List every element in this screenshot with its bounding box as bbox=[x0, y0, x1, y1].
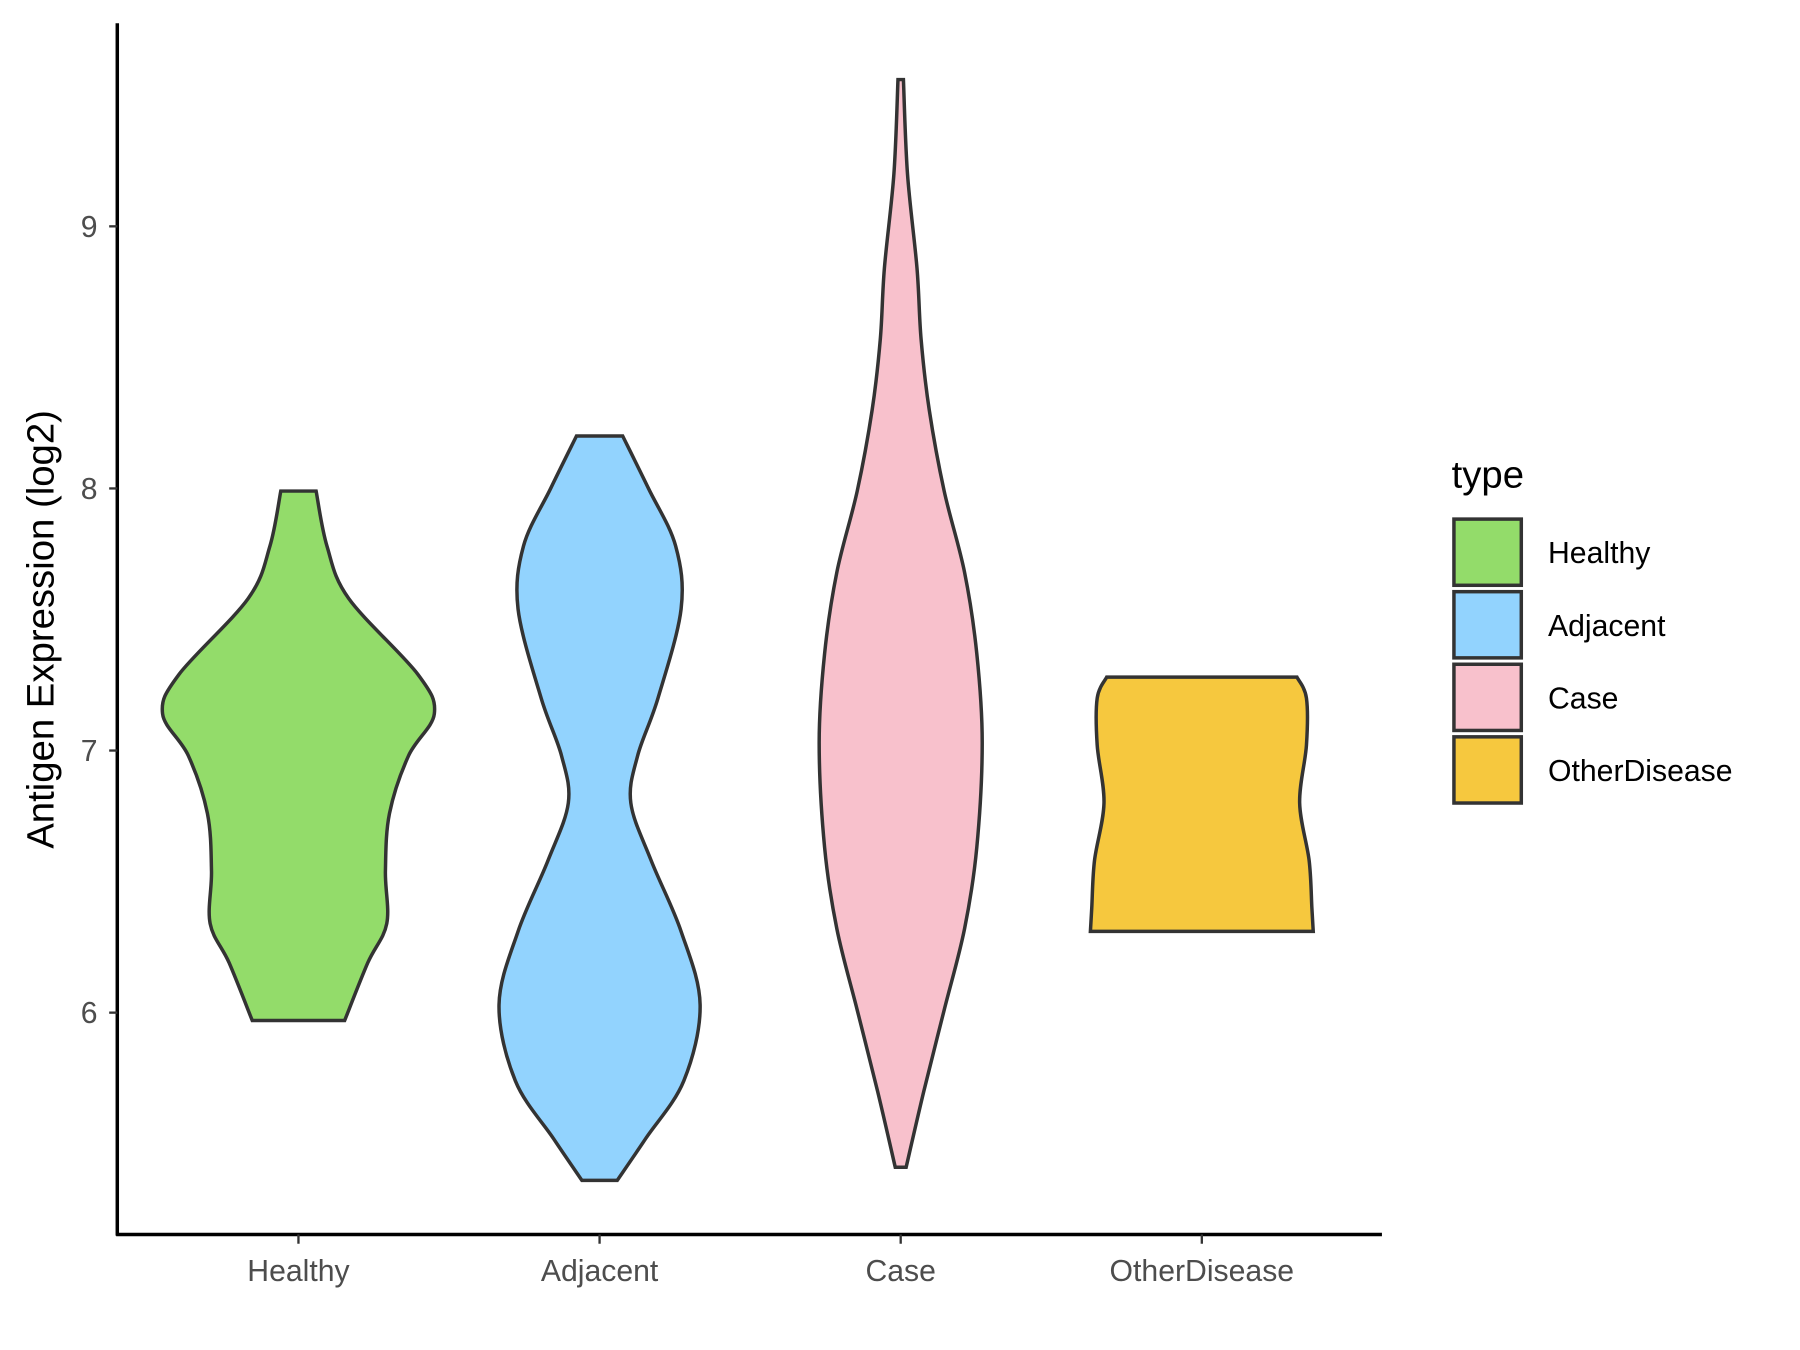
y-tick-label: 6 bbox=[81, 997, 98, 1030]
legend-key-case bbox=[1452, 662, 1524, 733]
violins bbox=[160, 77, 1316, 1183]
legend-key-otherdisease bbox=[1452, 735, 1524, 805]
legend-key-healthy bbox=[1452, 517, 1524, 588]
x-ticks: Healthy Adjacent Case OtherDisease bbox=[247, 1234, 1295, 1288]
x-tick-label: Case bbox=[865, 1255, 935, 1288]
x-tick-label: Healthy bbox=[247, 1255, 350, 1288]
x-tick-label: Adjacent bbox=[541, 1255, 659, 1288]
legend-title: type bbox=[1452, 454, 1524, 497]
violin-case bbox=[817, 77, 984, 1170]
legend-key-adjacent bbox=[1452, 589, 1524, 660]
y-tick-label: 7 bbox=[81, 735, 98, 768]
y-tick-label: 8 bbox=[81, 473, 98, 506]
y-tick-label: 9 bbox=[81, 211, 98, 244]
y-ticks: 6 7 8 9 bbox=[81, 211, 118, 1030]
legend-label: Healthy bbox=[1548, 537, 1651, 570]
legend-label: OtherDisease bbox=[1548, 755, 1733, 788]
violin-healthy bbox=[160, 489, 437, 1023]
violin-otherdisease bbox=[1088, 675, 1316, 934]
x-tick-label: OtherDisease bbox=[1110, 1255, 1295, 1288]
violin-adjacent bbox=[497, 434, 702, 1183]
legend-label: Case bbox=[1548, 682, 1618, 715]
y-axis-title: Antigen Expression (log2) bbox=[19, 410, 62, 849]
legend-label: Adjacent bbox=[1548, 610, 1666, 643]
